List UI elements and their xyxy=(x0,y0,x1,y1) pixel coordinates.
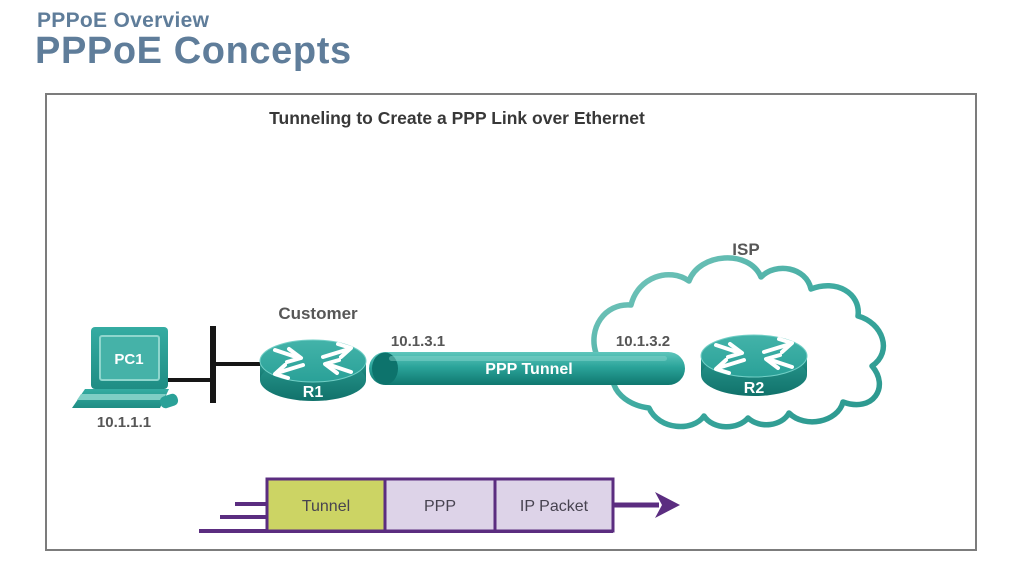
isp-label: ISP xyxy=(732,240,759,259)
diagram-panel: Tunneling to Create a PPP Link over Ethe… xyxy=(45,93,977,551)
slide-title: PPPoE Concepts xyxy=(35,30,352,72)
ppp-tunnel-label: PPP Tunnel xyxy=(485,361,572,378)
packet-ip-label: IP Packet xyxy=(520,498,589,515)
pc1-ip-label: 10.1.1.1 xyxy=(97,414,151,431)
packet-ip-box xyxy=(493,477,615,533)
slide-kicker: PPPoE Overview xyxy=(37,9,210,32)
ethernet-wires xyxy=(167,362,275,382)
packet-tunnel-label: Tunnel xyxy=(302,498,350,515)
pc1-computer-icon xyxy=(72,327,179,409)
ppp-tunnel-pipe xyxy=(369,352,685,385)
tunnel-right-ip-label: 10.1.3.2 xyxy=(616,333,670,350)
ethernet-segment-bar xyxy=(210,326,216,403)
r2-label: R2 xyxy=(744,380,765,397)
r1-label: R1 xyxy=(303,384,324,401)
diagram-canvas: Tunneling to Create a PPP Link over Ethe… xyxy=(72,108,887,533)
packet-tunnel-box xyxy=(265,477,387,533)
diagram-title: Tunneling to Create a PPP Link over Ethe… xyxy=(269,108,645,128)
tunnel-left-ip-label: 10.1.3.1 xyxy=(391,333,445,350)
packet-ppp-label: PPP xyxy=(424,498,456,515)
customer-label: Customer xyxy=(278,304,358,323)
pc1-label: PC1 xyxy=(114,351,143,368)
packet-flow-arrow xyxy=(613,492,680,518)
